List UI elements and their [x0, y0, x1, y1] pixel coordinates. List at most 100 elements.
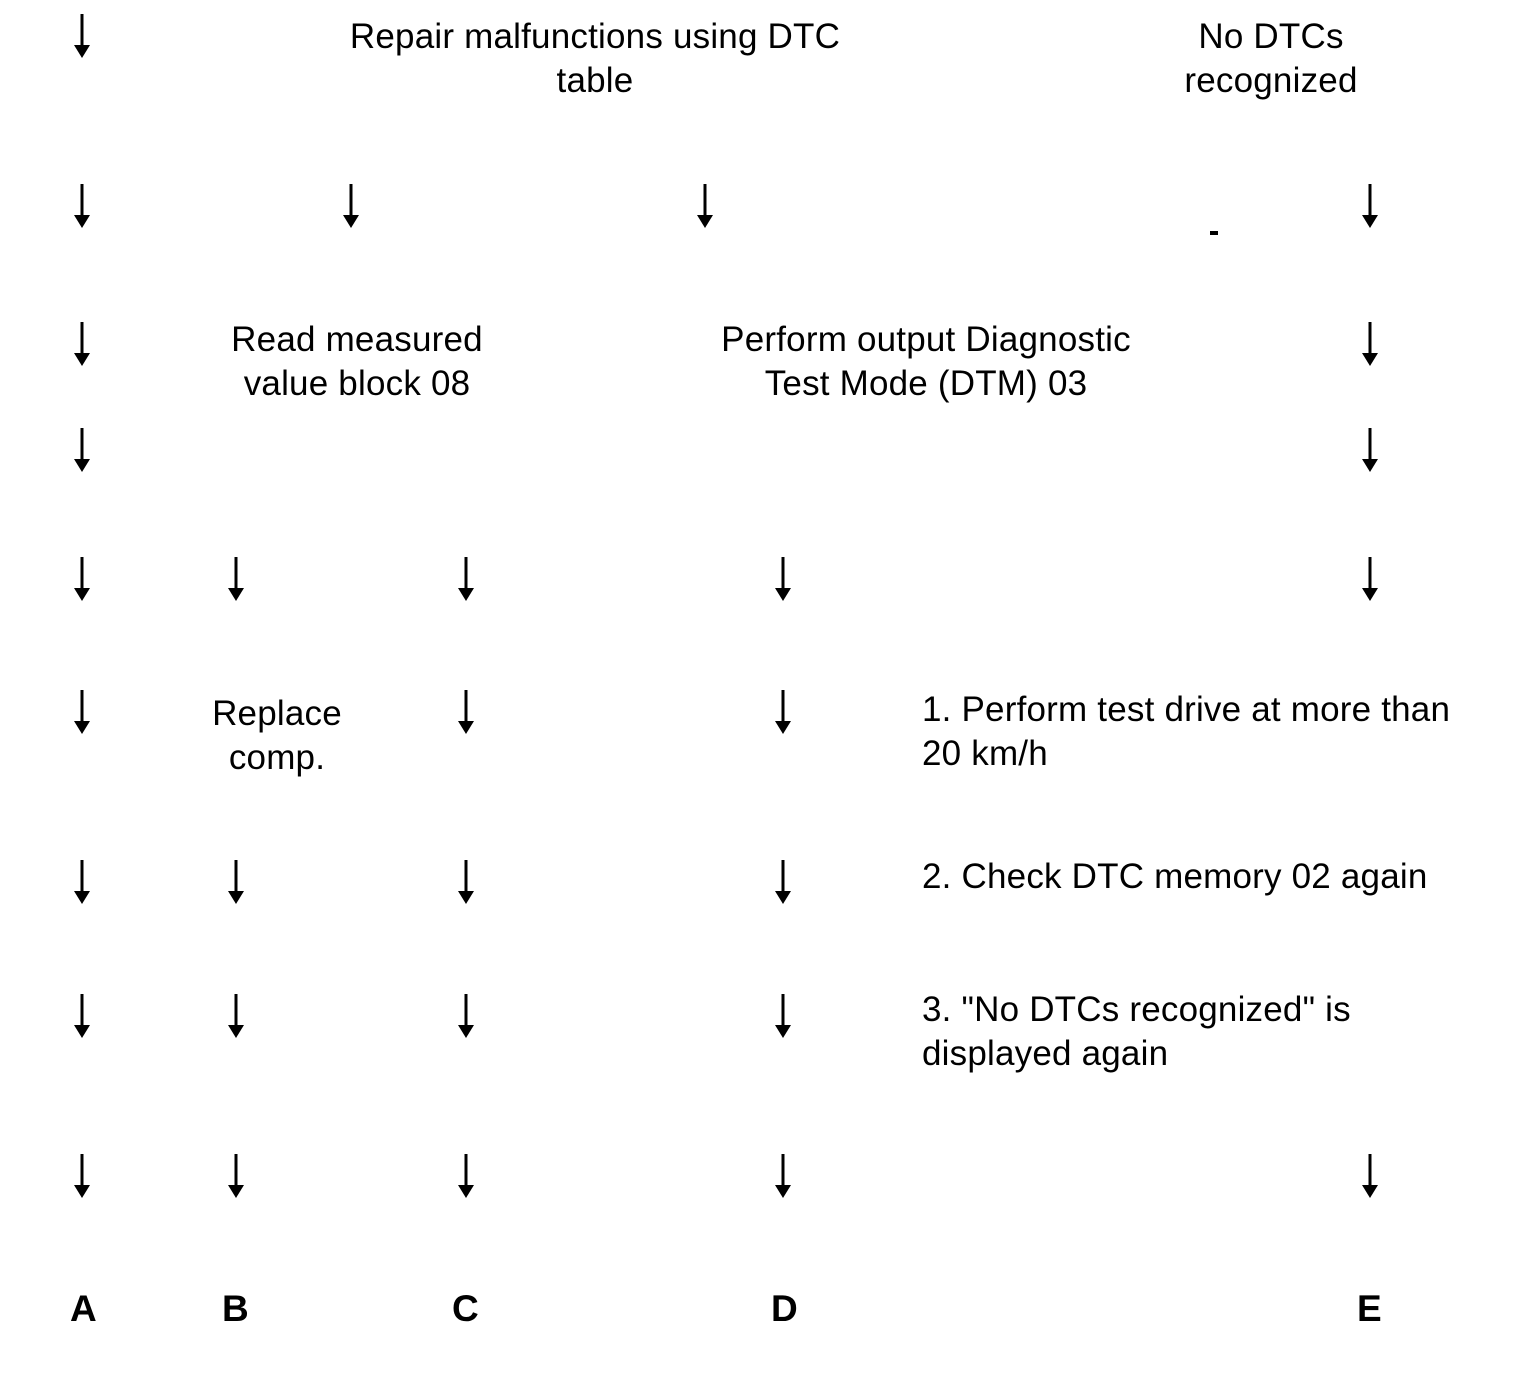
down-arrow-icon [73, 557, 91, 601]
node-repair-malfunctions-using-dtc-table: Repair malfunctions using DTC table [349, 17, 841, 100]
down-arrow-stem [781, 557, 785, 591]
down-arrow-head [1362, 1185, 1378, 1198]
down-arrow-stem [703, 184, 707, 218]
down-arrow-icon [1361, 557, 1379, 601]
down-arrow-head [775, 721, 791, 734]
down-arrow-stem [80, 690, 84, 724]
down-arrow-icon [73, 184, 91, 228]
down-arrow-stem [234, 994, 238, 1028]
down-arrow-head [775, 588, 791, 601]
down-arrow-icon [774, 557, 792, 601]
down-arrow-icon [227, 557, 245, 601]
node-step-2-check-dtc-memory: 2. Check DTC memory 02 again [922, 857, 1428, 896]
down-arrow-stem [80, 1154, 84, 1188]
down-arrow-icon [227, 994, 245, 1038]
down-arrow-stem [464, 994, 468, 1028]
down-arrow-icon [73, 322, 91, 366]
down-arrow-stem [80, 184, 84, 218]
down-arrow-head [228, 588, 244, 601]
down-arrow-stem [464, 557, 468, 591]
down-arrow-icon [457, 557, 475, 601]
down-arrow-head [228, 1025, 244, 1038]
down-arrow-stem [349, 184, 353, 218]
down-arrow-stem [1368, 322, 1372, 356]
down-arrow-icon [457, 994, 475, 1038]
down-arrow-icon [457, 690, 475, 734]
down-arrow-icon [774, 860, 792, 904]
down-arrow-head [74, 588, 90, 601]
down-arrow-stem [1368, 428, 1372, 462]
down-arrow-head [458, 1185, 474, 1198]
down-arrow-stem [781, 860, 785, 894]
down-arrow-icon [73, 994, 91, 1038]
down-arrow-icon [73, 1154, 91, 1198]
down-arrow-head [74, 215, 90, 228]
down-arrow-stem [781, 690, 785, 724]
down-arrow-head [458, 891, 474, 904]
down-arrow-head [1362, 588, 1378, 601]
column-label-d: D [771, 1288, 798, 1329]
down-arrow-head [1362, 459, 1378, 472]
down-arrow-head [343, 215, 359, 228]
down-arrow-icon [774, 1154, 792, 1198]
down-arrow-stem [464, 860, 468, 894]
down-arrow-icon [73, 14, 91, 58]
down-arrow-head [74, 45, 90, 58]
down-arrow-head [74, 891, 90, 904]
down-arrow-icon [774, 994, 792, 1038]
down-arrow-head [74, 459, 90, 472]
down-arrow-head [458, 1025, 474, 1038]
down-arrow-icon [73, 690, 91, 734]
down-arrow-icon [696, 184, 714, 228]
node-step-1-perform-test-drive: 1. Perform test drive at more than 20 km… [922, 690, 1451, 773]
down-arrow-stem [464, 1154, 468, 1188]
down-arrow-head [228, 891, 244, 904]
down-arrow-head [697, 215, 713, 228]
down-arrow-icon [1361, 184, 1379, 228]
down-arrow-stem [80, 14, 84, 48]
down-arrow-head [74, 1185, 90, 1198]
down-arrow-head [228, 1185, 244, 1198]
stray-dot-mark [1210, 231, 1218, 235]
down-arrow-stem [1368, 557, 1372, 591]
down-arrow-stem [781, 1154, 785, 1188]
down-arrow-stem [80, 994, 84, 1028]
column-label-e: E [1357, 1288, 1382, 1329]
down-arrow-stem [234, 1154, 238, 1188]
down-arrow-stem [234, 860, 238, 894]
node-perform-output-diagnostic-test-mode-dtm-03: Perform output Diagnostic Test Mode (DTM… [721, 320, 1131, 403]
down-arrow-icon [457, 860, 475, 904]
down-arrow-head [775, 891, 791, 904]
node-replace-comp: Replace comp. [212, 694, 342, 777]
down-arrow-stem [781, 994, 785, 1028]
down-arrow-stem [80, 322, 84, 356]
down-arrow-icon [73, 860, 91, 904]
down-arrow-icon [227, 860, 245, 904]
down-arrow-icon [73, 428, 91, 472]
column-label-b: B [222, 1288, 249, 1329]
down-arrow-icon [1361, 1154, 1379, 1198]
down-arrow-head [74, 721, 90, 734]
down-arrow-head [74, 353, 90, 366]
down-arrow-icon [342, 184, 360, 228]
column-label-a: A [70, 1288, 97, 1329]
down-arrow-icon [227, 1154, 245, 1198]
node-step-3-no-dtcs-recognized-displayed-again: 3. "No DTCs recognized" is displayed aga… [922, 990, 1351, 1073]
down-arrow-icon [1361, 322, 1379, 366]
down-arrow-head [458, 588, 474, 601]
down-arrow-head [775, 1025, 791, 1038]
column-label-c: C [452, 1288, 479, 1329]
down-arrow-head [775, 1185, 791, 1198]
down-arrow-stem [1368, 1154, 1372, 1188]
down-arrow-stem [80, 860, 84, 894]
down-arrow-head [74, 1025, 90, 1038]
down-arrow-icon [774, 690, 792, 734]
down-arrow-stem [1368, 184, 1372, 218]
down-arrow-stem [80, 557, 84, 591]
down-arrow-head [1362, 353, 1378, 366]
down-arrow-stem [234, 557, 238, 591]
down-arrow-icon [1361, 428, 1379, 472]
down-arrow-stem [464, 690, 468, 724]
down-arrow-icon [457, 1154, 475, 1198]
